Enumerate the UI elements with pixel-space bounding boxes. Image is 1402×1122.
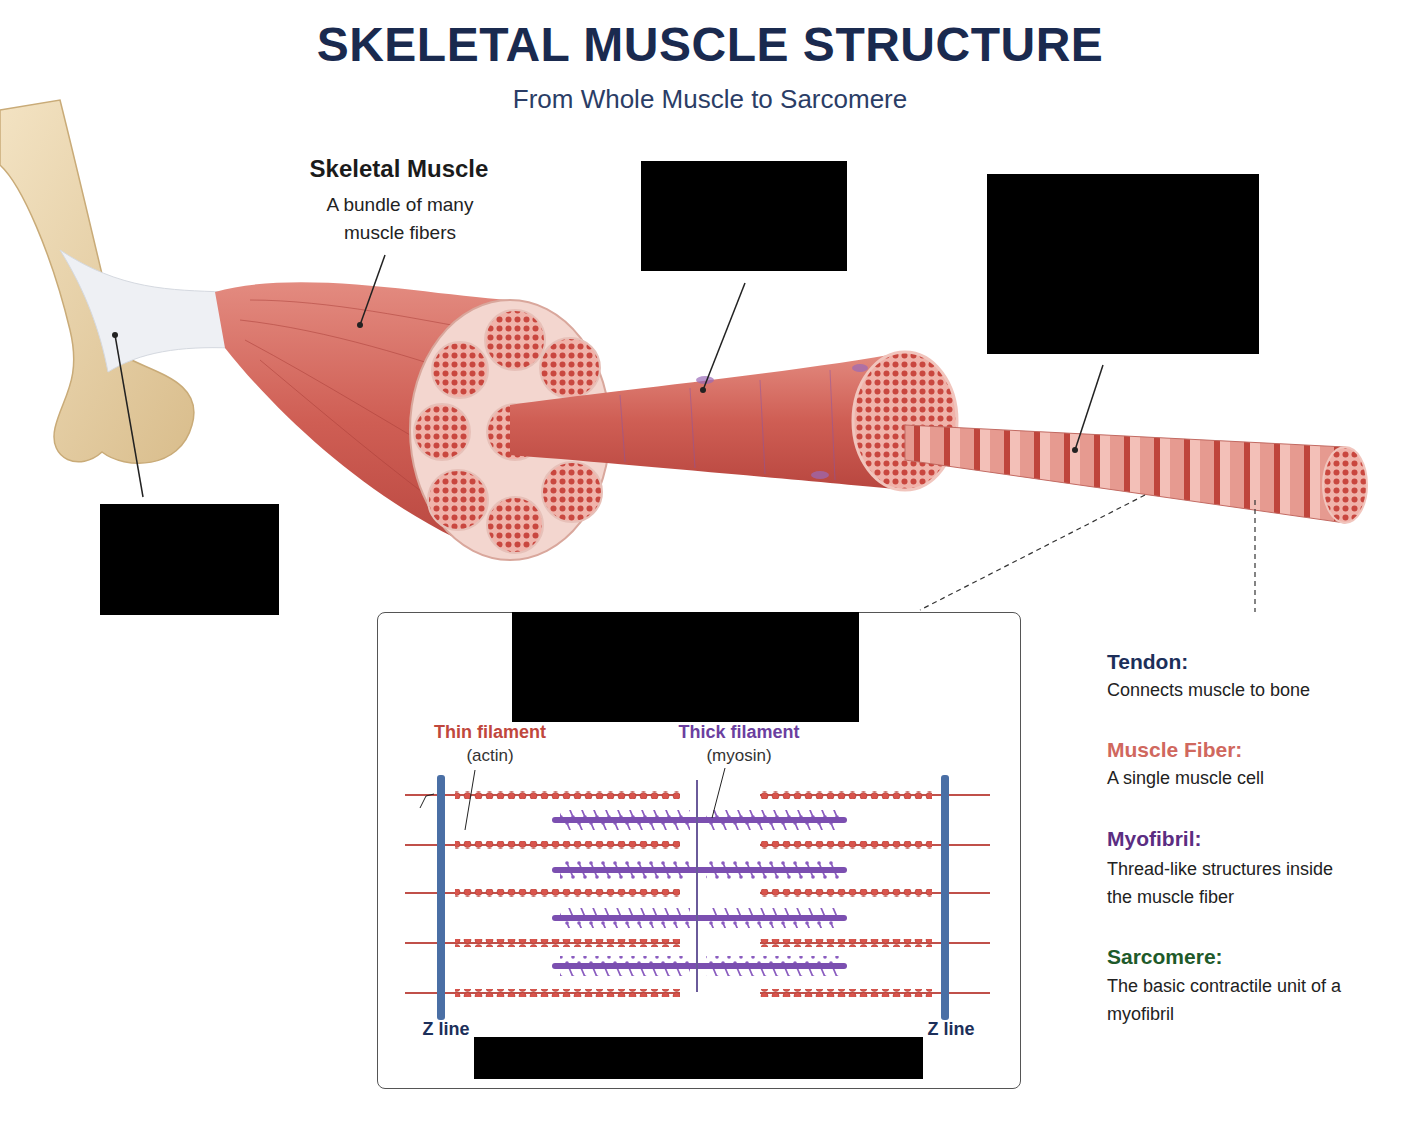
key-heading: Sarcomere: bbox=[1107, 944, 1387, 969]
part-description: A bundle of many muscle fibers bbox=[300, 191, 500, 247]
protein-name: (myosin) bbox=[639, 746, 839, 766]
key-text: The basic contractile unit of a myofibri… bbox=[1107, 972, 1347, 1028]
key-text: Connects muscle to bone bbox=[1107, 680, 1387, 702]
key-heading: Tendon: bbox=[1107, 649, 1387, 674]
key-text: Thread-like structures inside the muscle… bbox=[1107, 855, 1337, 911]
part-name: Skeletal Muscle bbox=[259, 155, 539, 184]
key-heading: Myofibril: bbox=[1107, 826, 1387, 851]
protein-name: (actin) bbox=[390, 746, 590, 766]
diagram-title: SKELETAL MUSCLE STRUCTURE bbox=[160, 16, 1260, 74]
filament-name: Thick filament bbox=[629, 722, 849, 744]
key-text: A single muscle cell bbox=[1107, 768, 1387, 790]
key-heading: Muscle Fiber: bbox=[1107, 737, 1387, 762]
subtitle: From Whole Muscle to Sarcomere bbox=[310, 84, 1110, 115]
filament-name: Thin filament bbox=[390, 722, 590, 744]
